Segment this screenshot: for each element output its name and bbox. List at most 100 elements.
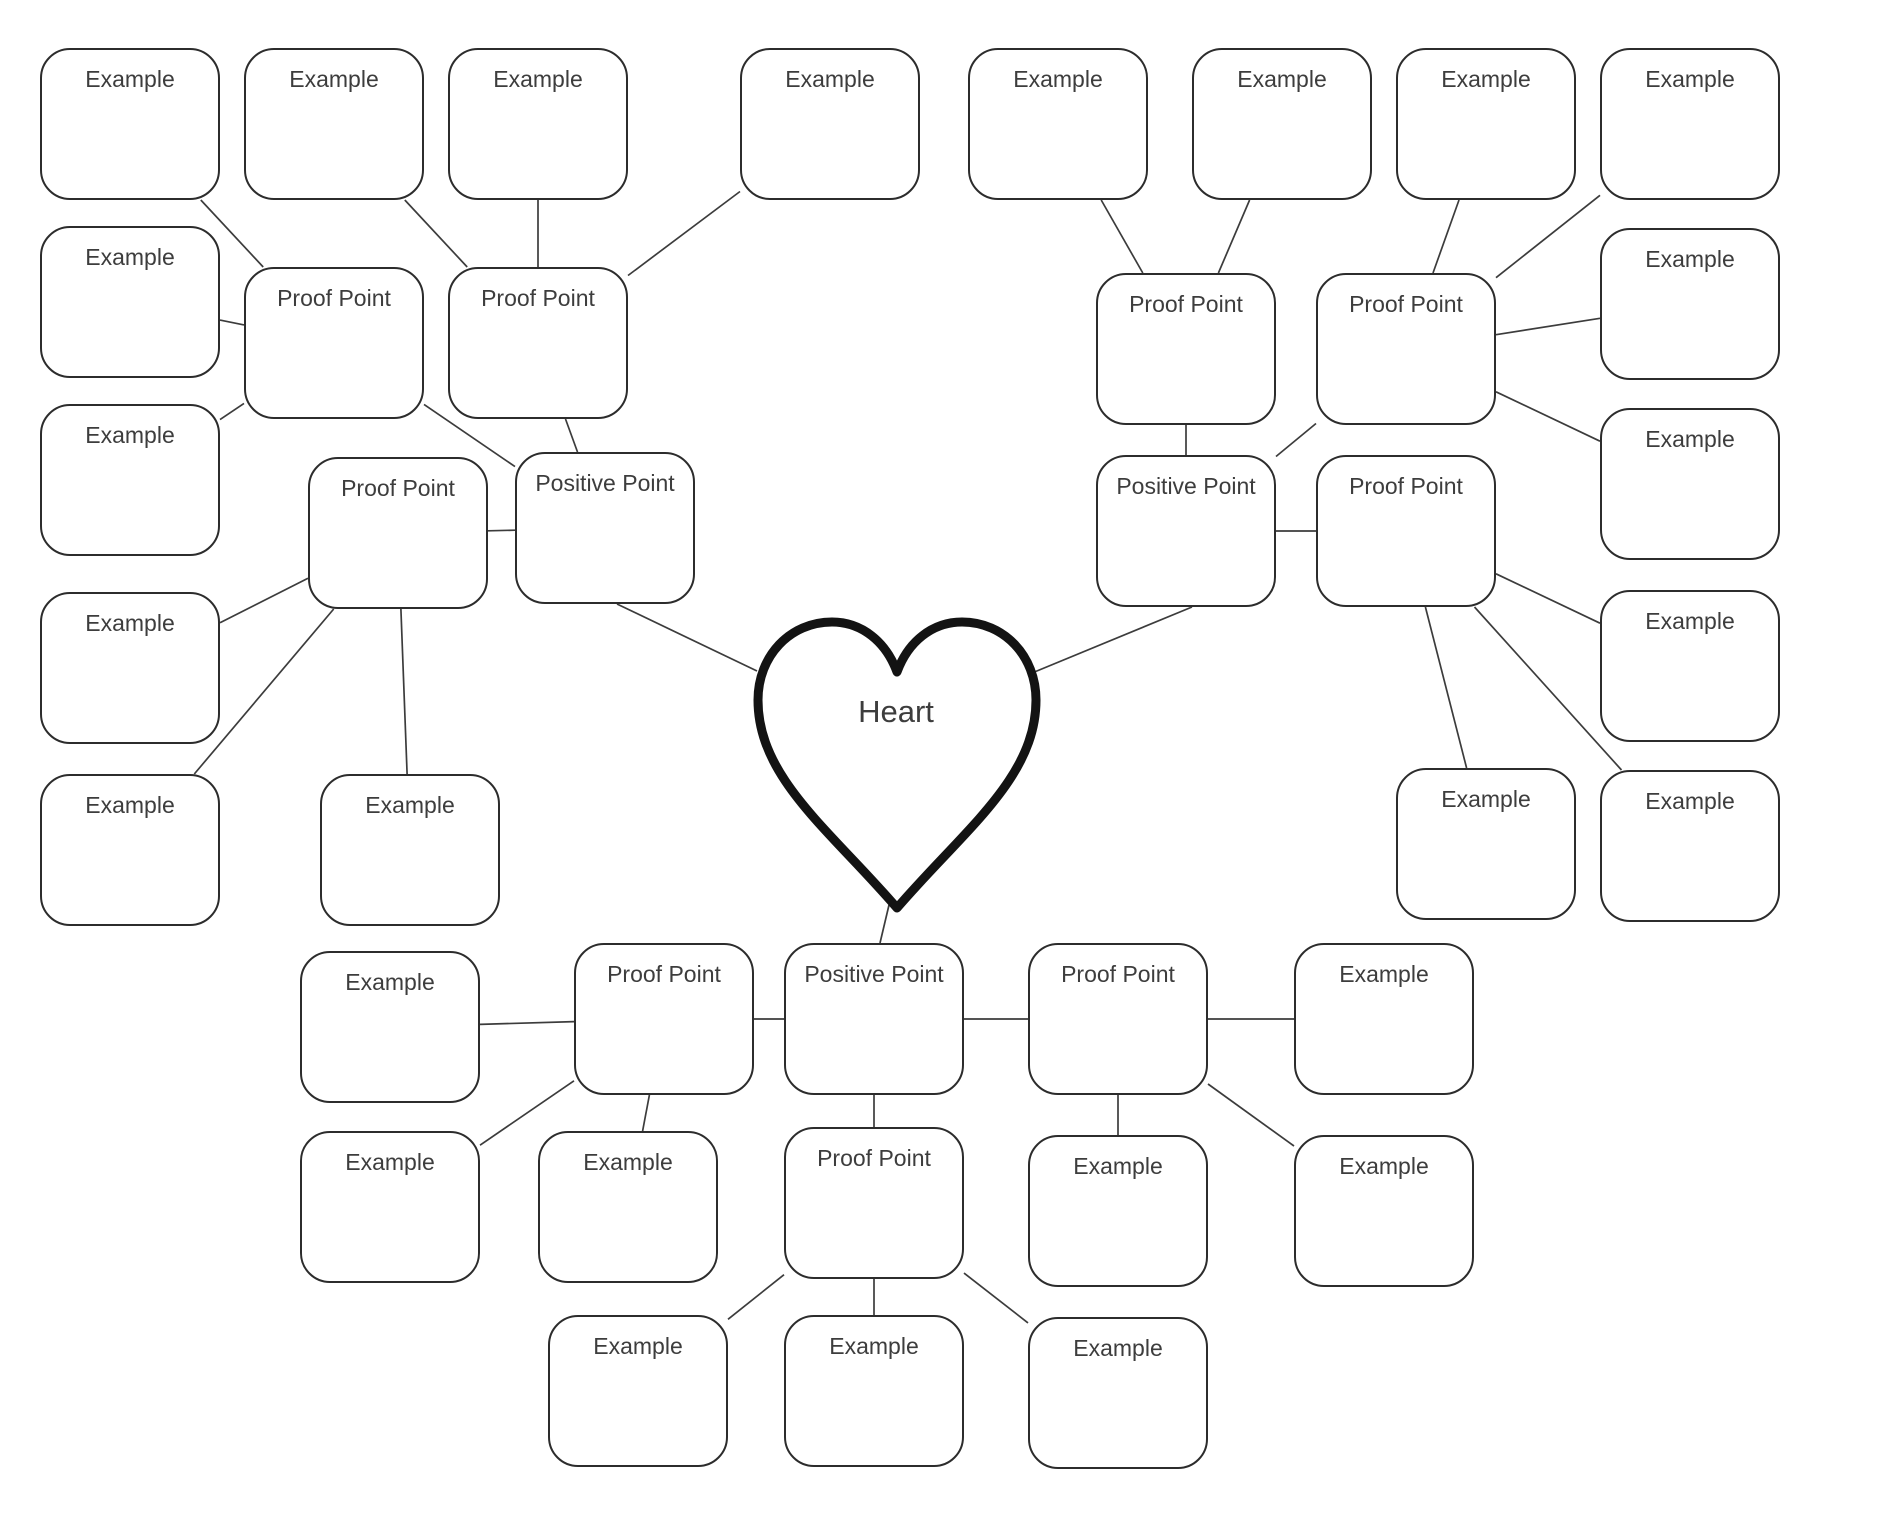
node-label: Example xyxy=(593,1333,683,1359)
connector-line xyxy=(479,1080,575,1146)
node-label: Example xyxy=(85,422,175,448)
example-node-a7[interactable]: Example xyxy=(1396,48,1576,200)
example-node-a2[interactable]: Example xyxy=(244,48,424,200)
node-label: Example xyxy=(1339,1153,1429,1179)
example-node-b3[interactable]: Example xyxy=(40,592,220,744)
connector-line xyxy=(1424,606,1468,769)
example-node-exb3[interactable]: Example xyxy=(300,1131,480,1283)
connector-line xyxy=(200,199,264,268)
heart-icon xyxy=(753,617,1041,913)
connector-line xyxy=(423,403,516,468)
node-label: Example xyxy=(85,610,175,636)
heart-label: Heart xyxy=(858,694,934,729)
connector-line xyxy=(564,418,579,453)
node-label: Positive Point xyxy=(535,470,675,496)
proof-point-node-ppb1[interactable]: Proof Point xyxy=(574,943,754,1095)
node-label: Proof Point xyxy=(481,285,595,311)
node-label: Example xyxy=(1339,961,1429,987)
node-label: Example xyxy=(85,244,175,270)
proof-point-node-ppb2[interactable]: Proof Point xyxy=(784,1127,964,1279)
node-label: Example xyxy=(365,792,455,818)
node-label: Proof Point xyxy=(1061,961,1175,987)
example-node-exrc[interactable]: Example xyxy=(1396,768,1576,920)
example-node-f5[interactable]: Example xyxy=(1600,770,1780,922)
example-node-f1[interactable]: Example xyxy=(1600,48,1780,200)
connector-lines xyxy=(193,190,1623,1324)
connector-line xyxy=(641,1094,651,1132)
connector-line xyxy=(487,529,516,532)
example-node-exb6[interactable]: Example xyxy=(1294,1135,1474,1287)
heart-node[interactable]: Heart xyxy=(753,617,1041,913)
node-label: Example xyxy=(1073,1153,1163,1179)
example-node-exb8[interactable]: Example xyxy=(784,1315,964,1467)
connector-line xyxy=(963,1272,1029,1324)
node-label: Example xyxy=(1645,788,1735,814)
example-node-b4[interactable]: Example xyxy=(40,774,220,926)
node-label: Example xyxy=(1441,66,1531,92)
node-label: Example xyxy=(289,66,379,92)
node-label: Example xyxy=(1441,786,1531,812)
proof-point-node-ppb3[interactable]: Proof Point xyxy=(1028,943,1208,1095)
example-node-a1[interactable]: Example xyxy=(40,48,220,200)
proof-point-node-ppl2[interactable]: Proof Point xyxy=(448,267,628,419)
example-node-f3[interactable]: Example xyxy=(1600,408,1780,560)
node-label: Example xyxy=(85,66,175,92)
connector-line xyxy=(616,603,758,672)
example-node-exb9[interactable]: Example xyxy=(1028,1317,1208,1469)
example-node-exb7[interactable]: Example xyxy=(548,1315,728,1467)
example-node-a6[interactable]: Example xyxy=(1192,48,1372,200)
connector-line xyxy=(1495,573,1601,624)
node-label: Proof Point xyxy=(341,475,455,501)
example-node-exb4[interactable]: Example xyxy=(538,1131,718,1283)
proof-point-node-ppr3[interactable]: Proof Point xyxy=(1316,455,1496,607)
connector-line xyxy=(1473,606,1623,771)
connector-line xyxy=(1217,199,1251,274)
node-label: Example xyxy=(345,969,435,995)
node-label: Example xyxy=(829,1333,919,1359)
node-label: Example xyxy=(583,1149,673,1175)
connector-line xyxy=(879,904,890,944)
example-node-f4[interactable]: Example xyxy=(1600,590,1780,742)
node-label: Proof Point xyxy=(1349,291,1463,317)
proof-point-node-ppr2[interactable]: Proof Point xyxy=(1316,273,1496,425)
node-label: Example xyxy=(345,1149,435,1175)
connector-line xyxy=(404,199,468,268)
example-node-a3[interactable]: Example xyxy=(448,48,628,200)
node-label: Positive Point xyxy=(804,961,944,987)
connector-line xyxy=(219,319,245,326)
proof-point-node-ppl1[interactable]: Proof Point xyxy=(244,267,424,419)
proof-point-node-ppr1[interactable]: Proof Point xyxy=(1096,273,1276,425)
proof-point-node-ppl3[interactable]: Proof Point xyxy=(308,457,488,609)
connector-line xyxy=(1495,317,1601,336)
example-node-exb5[interactable]: Example xyxy=(1028,1135,1208,1287)
positive-point-node-posl[interactable]: Positive Point xyxy=(515,452,695,604)
connector-line xyxy=(193,608,335,775)
example-node-exb1[interactable]: Example xyxy=(300,951,480,1103)
connector-line xyxy=(1432,199,1460,274)
node-label: Example xyxy=(1645,66,1735,92)
connector-line xyxy=(1100,199,1144,274)
positive-point-node-posb[interactable]: Positive Point xyxy=(784,943,964,1095)
connector-line xyxy=(727,1274,785,1320)
connector-line xyxy=(219,577,309,624)
positive-point-node-posr[interactable]: Positive Point xyxy=(1096,455,1276,607)
connector-line xyxy=(479,1020,575,1026)
node-label: Proof Point xyxy=(817,1145,931,1171)
example-node-a5[interactable]: Example xyxy=(968,48,1148,200)
example-node-f2[interactable]: Example xyxy=(1600,228,1780,380)
node-label: Proof Point xyxy=(1129,291,1243,317)
example-node-b2[interactable]: Example xyxy=(40,404,220,556)
node-label: Positive Point xyxy=(1116,473,1256,499)
example-node-a4[interactable]: Example xyxy=(740,48,920,200)
connector-line xyxy=(1031,606,1193,674)
example-node-exlc[interactable]: Example xyxy=(320,774,500,926)
example-node-b1[interactable]: Example xyxy=(40,226,220,378)
connector-line xyxy=(400,608,408,775)
node-label: Proof Point xyxy=(277,285,391,311)
connector-line xyxy=(627,190,741,277)
node-label: Example xyxy=(493,66,583,92)
connector-line xyxy=(1207,1083,1295,1147)
example-node-exb2[interactable]: Example xyxy=(1294,943,1474,1095)
